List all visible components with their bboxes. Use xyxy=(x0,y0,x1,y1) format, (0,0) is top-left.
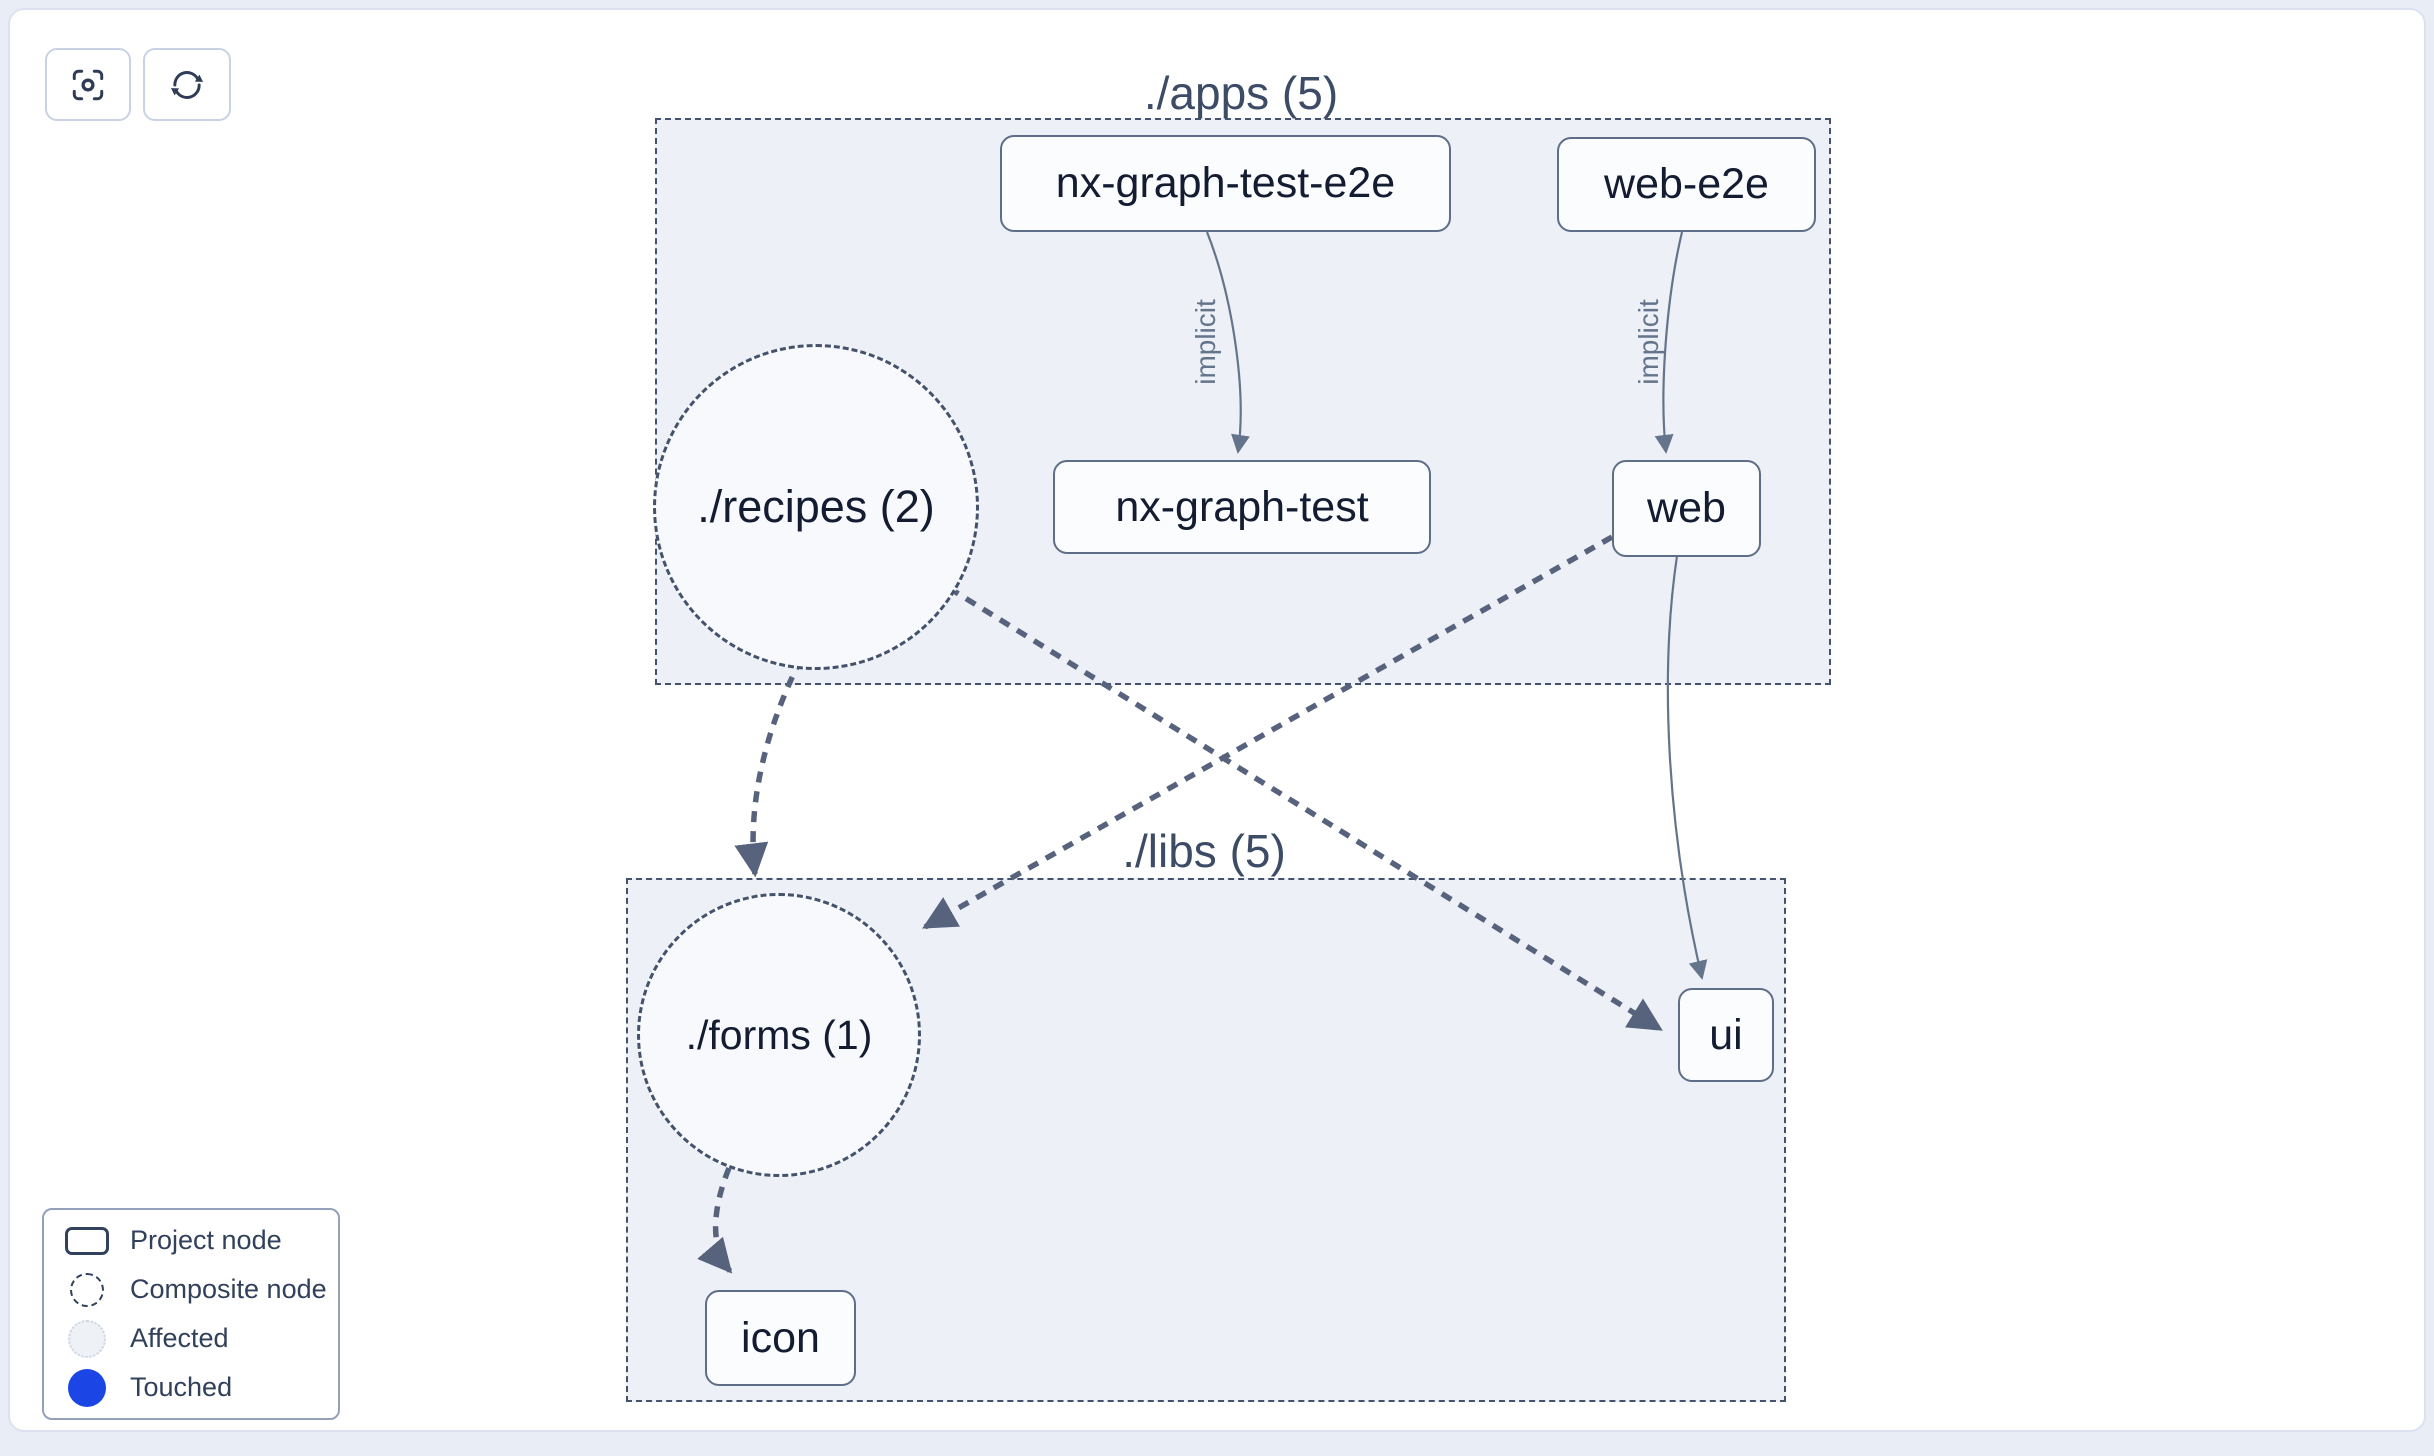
graph-canvas[interactable]: ./apps (5) ./libs (5) implicit implicit … xyxy=(8,8,2426,1432)
project-node-web-e2e[interactable]: web-e2e xyxy=(1557,137,1816,232)
composite-node-swatch-icon xyxy=(44,1272,130,1307)
legend-item-affected: Affected xyxy=(44,1314,338,1363)
project-node-nx-graph-test-e2e[interactable]: nx-graph-test-e2e xyxy=(1000,135,1451,232)
project-node-swatch-icon xyxy=(44,1226,130,1255)
legend-item-touched: Touched xyxy=(44,1363,338,1412)
touched-swatch-icon xyxy=(44,1368,130,1407)
composite-node-label: ./forms (1) xyxy=(685,1011,873,1058)
legend-panel: Project node Composite node Affected Tou… xyxy=(42,1208,340,1420)
project-node-label: web xyxy=(1647,484,1726,532)
project-node-label: ui xyxy=(1709,1010,1743,1059)
project-node-label: nx-graph-test xyxy=(1115,482,1369,531)
project-node-nx-graph-test[interactable]: nx-graph-test xyxy=(1053,460,1431,554)
legend-label: Affected xyxy=(130,1323,229,1353)
center-graph-button[interactable] xyxy=(45,48,131,121)
project-node-label: web-e2e xyxy=(1604,160,1769,208)
focus-target-icon xyxy=(72,69,104,100)
group-title-apps: ./apps (5) xyxy=(1143,67,1339,119)
legend-label: Touched xyxy=(130,1372,233,1402)
composite-node-label: ./recipes (2) xyxy=(697,481,935,532)
project-node-ui[interactable]: ui xyxy=(1678,988,1774,1082)
project-node-label: nx-graph-test-e2e xyxy=(1055,159,1396,207)
composite-node-forms[interactable]: ./forms (1) xyxy=(637,893,921,1177)
group-title-libs: ./libs (5) xyxy=(1122,825,1286,877)
refresh-icon xyxy=(170,70,204,99)
refresh-graph-button[interactable] xyxy=(143,48,231,121)
legend-item-project-node: Project node xyxy=(44,1216,338,1265)
project-node-label: icon xyxy=(741,1313,820,1362)
legend-label: Project node xyxy=(130,1225,282,1255)
affected-swatch-icon xyxy=(44,1319,130,1358)
composite-node-recipes[interactable]: ./recipes (2) xyxy=(653,344,979,670)
legend-label: Composite node xyxy=(130,1274,327,1304)
legend-item-composite-node: Composite node xyxy=(44,1265,338,1314)
project-node-web[interactable]: web xyxy=(1612,460,1761,557)
project-node-icon[interactable]: icon xyxy=(705,1290,856,1386)
